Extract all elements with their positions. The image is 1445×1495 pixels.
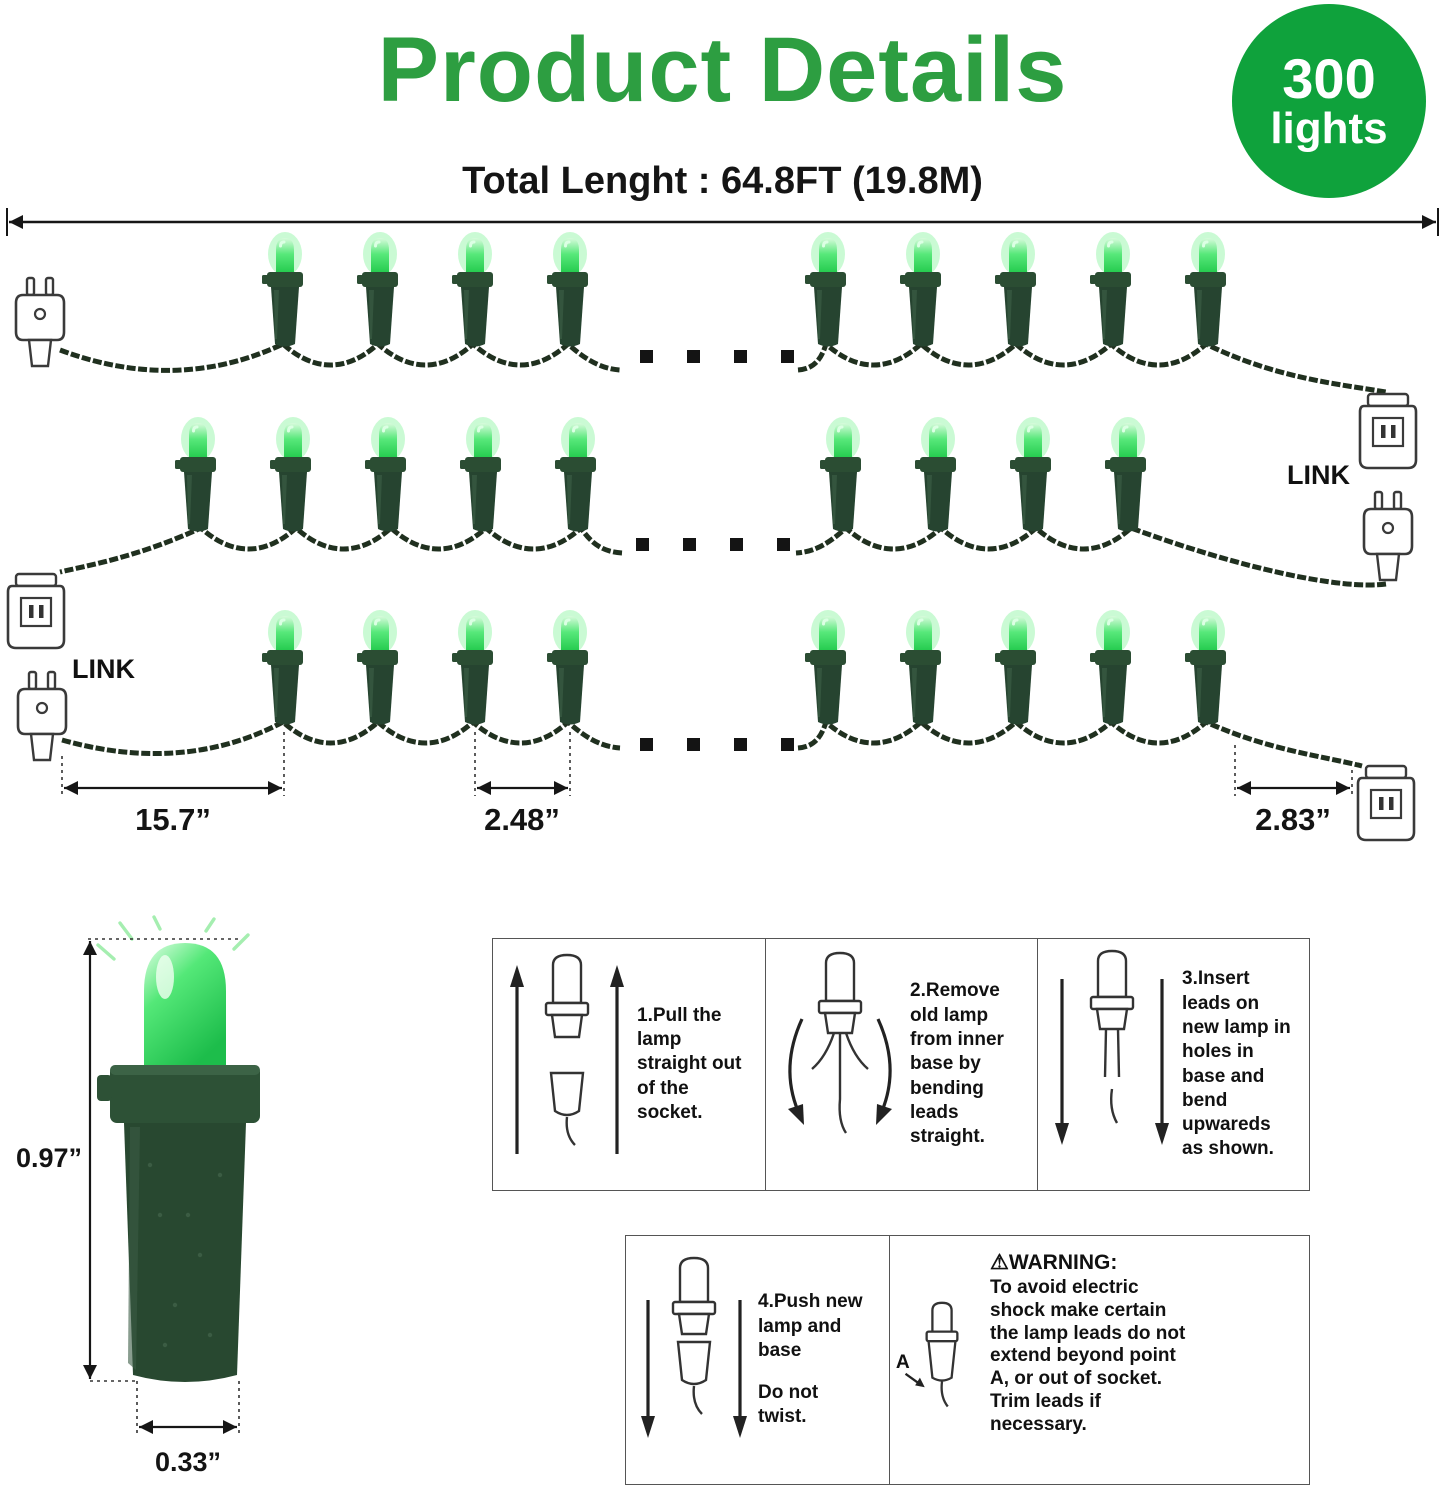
power-plug-male	[1362, 490, 1414, 582]
dimension-annotations: 15.7” 2.48” 2.83”	[61, 732, 1353, 837]
continuation-dots	[640, 350, 794, 363]
page-title: Product Details	[377, 19, 1068, 121]
led-bulb	[450, 608, 495, 726]
led-bulb	[173, 415, 218, 533]
link-label-left: LINK	[72, 654, 135, 684]
lamp-point-a-icon: A	[896, 1301, 959, 1408]
led-bulb	[1103, 415, 1148, 533]
string-wire	[797, 339, 1387, 395]
string-wire	[61, 718, 621, 756]
instruction-step-4: 4.Push new lamp and base Do not twist.	[626, 1236, 889, 1484]
warning-triangle-icon: ⚠	[990, 1251, 1009, 1274]
led-bulb	[898, 230, 943, 348]
bulb-height-label: 0.97”	[16, 1143, 82, 1173]
instruction-step-3-text: 3.Insert leads on new lamp in holes in b…	[1182, 968, 1291, 1160]
led-bulb	[1008, 415, 1053, 533]
push-lamp-icon	[641, 1256, 747, 1438]
continuation-dots	[636, 538, 790, 551]
power-plug-male	[14, 276, 66, 368]
led-bulb	[913, 415, 958, 533]
instruction-steps-row: 1.Pull the lamp straight out of the sock…	[492, 938, 1310, 1191]
led-bulb	[1183, 608, 1228, 726]
pull-lamp-icon	[510, 953, 624, 1154]
total-length-arrow	[6, 208, 1439, 236]
insert-leads-icon	[1055, 949, 1169, 1145]
link-connector-socket	[1358, 392, 1418, 470]
led-bulb	[803, 608, 848, 726]
led-bulb	[363, 415, 408, 533]
lights-count-badge: 300 lights	[1232, 4, 1426, 198]
led-bulb	[355, 608, 400, 726]
string-wire	[797, 717, 1363, 769]
instruction-step-1-text: 1.Pull the lamp straight out of the sock…	[637, 1004, 742, 1123]
bulb-width-label: 0.33”	[155, 1447, 221, 1477]
led-bulb	[458, 415, 503, 533]
continuation-dots	[640, 738, 794, 751]
led-bulb	[1088, 230, 1133, 348]
led-bulb	[803, 230, 848, 348]
string-wire	[795, 524, 1387, 588]
led-bulb	[553, 415, 598, 533]
light-string-row-3	[61, 608, 1416, 842]
led-bulb	[268, 415, 313, 533]
dimension-label-end-gap: 2.83”	[1255, 802, 1331, 837]
instruction-step-2: 2.Remove old lamp from inner base by ben…	[765, 939, 1037, 1190]
instruction-step-3: 3.Insert leads on new lamp in holes in b…	[1037, 939, 1309, 1190]
led-bulb	[993, 230, 1038, 348]
led-bulb	[260, 230, 305, 348]
warning-text: To avoid electric shock make certain the…	[990, 1277, 1186, 1435]
led-bulb	[545, 230, 590, 348]
link-connector-socket	[6, 572, 66, 650]
instruction-step-1: 1.Pull the lamp straight out of the sock…	[493, 939, 765, 1190]
instruction-step-2-text: 2.Remove old lamp from inner base by ben…	[910, 980, 1004, 1148]
badge-count: 300	[1282, 47, 1376, 110]
power-plug-male	[16, 670, 68, 762]
led-bulb	[545, 608, 590, 726]
step-4-line-2: Do not twist.	[758, 1382, 819, 1428]
led-bulb	[260, 608, 305, 726]
link-connector-socket	[1356, 764, 1416, 842]
led-bulb	[1088, 608, 1133, 726]
led-bulb	[993, 608, 1038, 726]
step-4-line-1: 4.Push new lamp and base	[758, 1291, 863, 1361]
light-string-row-2	[6, 415, 1387, 650]
led-bulb	[1183, 230, 1228, 348]
light-string-row-1	[14, 230, 1418, 470]
led-bulb	[898, 608, 943, 726]
led-bulb	[818, 415, 863, 533]
warning-panel: ⚠WARNING: To avoid electric shock make c…	[889, 1236, 1309, 1484]
closeup-bulb	[97, 943, 260, 1382]
warning-title: ⚠WARNING:	[990, 1251, 1118, 1274]
string-wire	[59, 340, 621, 373]
instruction-bottom-row: 4.Push new lamp and base Do not twist. ⚠…	[625, 1235, 1310, 1485]
badge-unit: lights	[1270, 104, 1388, 154]
light-string-diagram: LINK LINK	[6, 208, 1439, 842]
closeup-dimensions: 0.97” 0.33”	[16, 941, 240, 1477]
total-length-label: Total Lenght : 64.8FT (19.8M)	[462, 160, 983, 202]
instruction-step-4-text: 4.Push new lamp and base Do not twist.	[758, 1290, 870, 1430]
link-label-right: LINK	[1287, 460, 1350, 490]
bulb-closeup-diagram: 0.97” 0.33”	[16, 915, 260, 1477]
remove-lamp-icon	[788, 951, 892, 1134]
led-bulb	[450, 230, 495, 348]
string-wire	[59, 524, 623, 575]
led-bulb	[355, 230, 400, 348]
dimension-label-bulb-spacing: 2.48”	[484, 802, 560, 837]
glow-rays	[96, 915, 250, 961]
dimension-label-plug-to-first-bulb: 15.7”	[135, 802, 211, 837]
point-a-label: A	[896, 1352, 910, 1373]
